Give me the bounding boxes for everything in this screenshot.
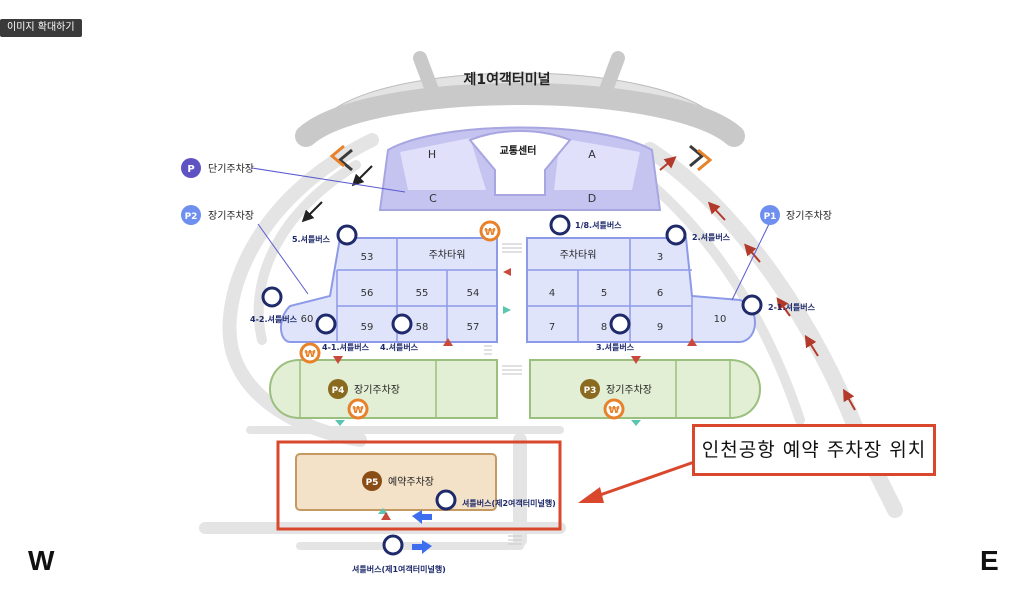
p5-badge: P5 xyxy=(366,478,379,488)
east-tower-label: 주차타워 xyxy=(560,248,597,261)
shuttle-stop-t1-label: 셔틀버스(제1여객터미널행) xyxy=(352,564,446,574)
bus-pin-icon xyxy=(391,313,413,335)
p1-badge: P1 xyxy=(764,212,777,222)
shuttle-stop-t2-label: 셔틀버스(제2여객터미널행) xyxy=(462,498,556,508)
traffic-arrows xyxy=(301,156,856,411)
west-tower-label: 주차타워 xyxy=(429,248,466,261)
p5-badge-group: P5 예약주차장 xyxy=(362,471,434,491)
shuttle-stop-4-2-label: 4-2.셔틀버스 xyxy=(250,314,298,324)
p4-badge-group: P4 장기주차장 xyxy=(328,379,400,399)
zone-a: A xyxy=(588,148,596,161)
lot-5: 5 xyxy=(601,288,607,299)
lot-60: 60 xyxy=(301,314,314,325)
lot-54: 54 xyxy=(467,288,480,299)
callout-arrowhead xyxy=(578,487,604,503)
svg-text:₩: ₩ xyxy=(484,227,495,238)
lot-10: 10 xyxy=(714,314,727,325)
bus-pin-icon xyxy=(609,313,631,335)
bus-pin-icon xyxy=(315,313,337,335)
shuttle-stop-4-label: 4.셔틀버스 xyxy=(380,342,419,352)
shuttle-stop-1-8-label: 1/8.셔틀버스 xyxy=(575,220,622,230)
lot-8: 8 xyxy=(601,322,607,333)
terminal-building xyxy=(295,51,745,147)
bus-pin-icon xyxy=(382,534,404,556)
shuttle-direction-arrows xyxy=(412,510,432,554)
p5-highlight-box xyxy=(276,440,562,531)
lot-57: 57 xyxy=(467,322,480,333)
legend-short-term: P 단기주차장 xyxy=(181,158,254,178)
shuttle-stop-4-1-label: 4-1.셔틀버스 xyxy=(322,342,370,352)
won-pins: ₩ ₩ ₩ ₩ xyxy=(299,220,625,420)
won-pin-icon: ₩ xyxy=(299,342,321,364)
compass-west: W xyxy=(28,545,55,576)
bus-pin-icon xyxy=(336,224,358,246)
bus-pin-icon xyxy=(261,286,283,308)
p4-badge: P4 xyxy=(332,386,345,396)
p5-label: 예약주차장 xyxy=(388,476,434,488)
p2-label: 장기주차장 xyxy=(208,210,254,222)
chevron-arrows xyxy=(329,144,713,172)
legend-p1: P1 장기주차장 xyxy=(760,205,832,225)
legend-p2: P2 장기주차장 xyxy=(181,205,254,225)
lot-58: 58 xyxy=(416,322,429,333)
lot-59: 59 xyxy=(361,322,374,333)
lot-55: 55 xyxy=(416,288,429,299)
won-pin-icon: ₩ xyxy=(479,220,501,242)
lot-9: 9 xyxy=(657,322,663,333)
p3-badge: P3 xyxy=(584,386,597,396)
shuttle-stop-5-label: 5.셔틀버스 xyxy=(292,234,331,244)
short-term-label: 단기주차장 xyxy=(208,163,254,175)
terminal-name: 제1여객터미널 xyxy=(463,71,550,88)
won-pin-icon: ₩ xyxy=(603,398,625,420)
shuttle-pins xyxy=(261,214,763,556)
shuttle-stop-2-1-label: 2-1.셔틀버스 xyxy=(768,302,816,312)
east-tower-lot xyxy=(526,237,756,343)
won-pin-icon: ₩ xyxy=(347,398,369,420)
p1-label: 장기주차장 xyxy=(786,210,832,222)
bus-pin-icon xyxy=(665,224,687,246)
p3-label: 장기주차장 xyxy=(606,384,652,396)
p2-badge: P2 xyxy=(185,212,198,222)
lot-7: 7 xyxy=(549,322,555,333)
lot-4: 4 xyxy=(549,288,555,299)
crosswalks xyxy=(484,243,522,545)
shuttle-stop-2-label: 2.셔틀버스 xyxy=(692,232,731,242)
bus-pin-icon xyxy=(549,214,571,236)
svg-text:₩: ₩ xyxy=(608,405,619,416)
short-term-parking-area xyxy=(378,126,662,211)
zoom-image-button[interactable]: 이미지 확대하기 xyxy=(0,19,82,37)
p4-lot xyxy=(269,359,498,419)
lot-56: 56 xyxy=(361,288,374,299)
shuttle-stop-3-label: 3.셔틀버스 xyxy=(596,342,635,352)
compass-east: E xyxy=(980,545,999,576)
lot-6: 6 xyxy=(657,288,663,299)
p3-lot xyxy=(529,359,761,419)
callout-arrow xyxy=(599,458,701,497)
lot-3: 3 xyxy=(657,252,663,263)
short-term-badge: P xyxy=(187,164,194,175)
p3-badge-group: P3 장기주차장 xyxy=(580,379,652,399)
west-tower-lot xyxy=(280,237,498,343)
bus-pin-icon xyxy=(741,294,763,316)
triangle-markers xyxy=(333,268,697,520)
lot-53: 53 xyxy=(361,252,374,263)
zone-h: H xyxy=(428,148,436,161)
transport-center-label: 교통센터 xyxy=(500,144,537,157)
zone-c: C xyxy=(429,192,437,205)
leader-lines xyxy=(251,167,771,301)
zone-d: D xyxy=(588,192,596,205)
p4-label: 장기주차장 xyxy=(354,384,400,396)
svg-text:₩: ₩ xyxy=(304,349,315,360)
reservation-parking-callout: 인천공항 예약 주차장 위치 xyxy=(692,424,936,476)
bus-pin-icon xyxy=(435,489,457,511)
svg-text:₩: ₩ xyxy=(352,405,363,416)
